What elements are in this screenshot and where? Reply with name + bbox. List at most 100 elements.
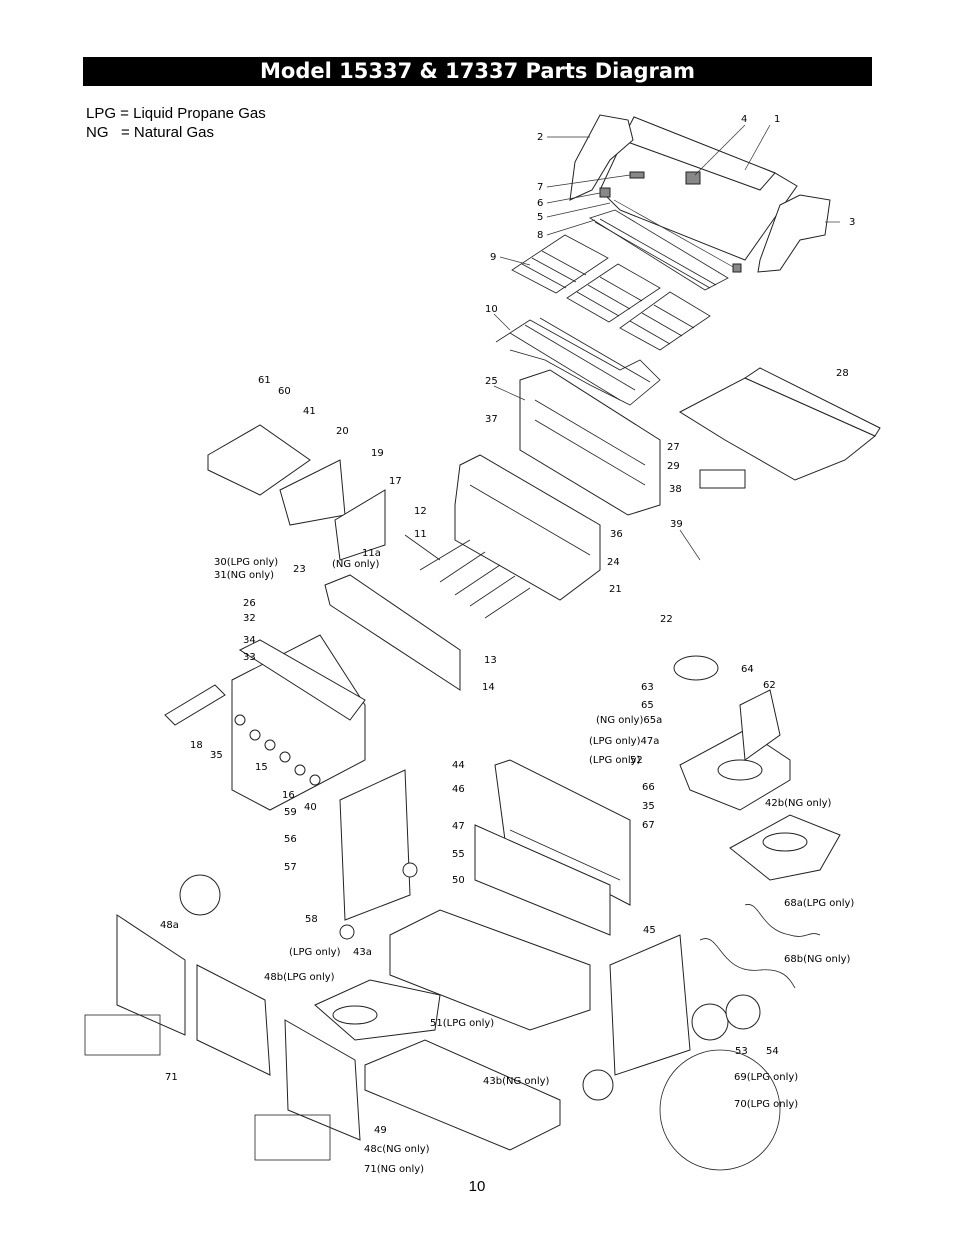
callout: 40 [304, 802, 317, 813]
callout: 15 [255, 762, 268, 773]
legend-lpg: LPG = Liquid Propane Gas [86, 105, 266, 122]
callout: 14 [482, 682, 495, 693]
callout: 52 [630, 755, 643, 766]
tank-tray [314, 979, 441, 1041]
callout: 59 [284, 807, 297, 818]
warming-rack [589, 209, 729, 291]
callout: 20 [336, 426, 349, 437]
igniter-detail [179, 874, 221, 916]
callout: 28 [836, 368, 849, 379]
drip-pan [164, 684, 226, 726]
callout: 53 [735, 1046, 748, 1057]
page-number: 10 [468, 1178, 486, 1195]
caster-left [339, 924, 355, 940]
callout: 57 [284, 862, 297, 873]
cooking-grates [511, 234, 711, 351]
callout: 22 [660, 614, 673, 625]
callout: 4 [741, 114, 747, 125]
lid-handle-end [599, 187, 611, 198]
callout: 26 [243, 598, 256, 609]
callout: 46 [452, 784, 465, 795]
callout: 61 [258, 375, 271, 386]
callout: 71 [165, 1072, 178, 1083]
callout: 39 [670, 519, 683, 530]
callout: 31(NG only) [214, 570, 274, 581]
callout: 68b(NG only) [784, 954, 851, 965]
callout: 55 [452, 849, 465, 860]
callout: 25 [485, 376, 498, 387]
callout: 5 [537, 212, 543, 223]
callout: 58 [305, 914, 318, 925]
regulator-hose-lpg [744, 904, 821, 937]
callout: 6 [537, 198, 543, 209]
callout: 27 [667, 442, 680, 453]
callout: 48b(LPG only) [264, 972, 335, 983]
door-center [196, 964, 271, 1076]
door-left [116, 914, 186, 1036]
callout: 44 [452, 760, 465, 771]
callout: 54 [766, 1046, 779, 1057]
callout: 12 [414, 506, 427, 517]
callout: 35 [642, 801, 655, 812]
callout: 24 [607, 557, 620, 568]
caster-right [402, 862, 418, 878]
callout: 48a [160, 920, 179, 931]
firebox [454, 454, 601, 601]
callout: 2 [537, 132, 543, 143]
callout: 47 [452, 821, 465, 832]
callout: 70(LPG only) [734, 1099, 798, 1110]
callout: 8 [537, 230, 543, 241]
callout: 49 [374, 1125, 387, 1136]
control-panel [231, 634, 366, 811]
callout: 37 [485, 414, 498, 425]
callout: 63 [641, 682, 654, 693]
handle-end-right [732, 263, 742, 273]
callout: 29 [667, 461, 680, 472]
callout: 56 [284, 834, 297, 845]
side-panel-19 [334, 489, 386, 561]
lid-nameplate [629, 171, 645, 179]
wheel-53 [691, 1003, 729, 1041]
callout: 50 [452, 875, 465, 886]
regulator-hose-ng [699, 938, 796, 989]
callout: 64 [741, 664, 754, 675]
callout: 60 [278, 386, 291, 397]
detail-circle [659, 1049, 781, 1171]
temperature-gauge [685, 171, 701, 185]
callout: 41 [303, 406, 316, 417]
callout: (LPG only) [589, 755, 641, 766]
callout: 42b(NG only) [765, 798, 832, 809]
side-burner-ng [729, 814, 841, 881]
callout: 23 [293, 564, 306, 575]
callout: 36 [610, 529, 623, 540]
callout: 34 [243, 635, 256, 646]
callout: (LPG only)47a [589, 736, 659, 747]
callout: 51(LPG only) [430, 1018, 494, 1029]
electrode-wire [679, 529, 701, 561]
callout: 43a [353, 947, 372, 958]
callout: 11a [362, 548, 381, 559]
callout: 19 [371, 448, 384, 459]
lid-side-right [757, 194, 831, 273]
storage-basket-71ng [254, 1114, 331, 1161]
callout: 11 [414, 529, 427, 540]
callout: 16 [282, 790, 295, 801]
callout: (NG only) [332, 559, 379, 570]
callout: 71(NG only) [364, 1164, 424, 1175]
lid-handle [613, 199, 736, 269]
callout: (LPG only) [289, 947, 341, 958]
callout: 30(LPG only) [214, 557, 278, 568]
cart-frame [339, 759, 691, 1076]
callout: 48c(NG only) [364, 1144, 430, 1155]
callout: 68a(LPG only) [784, 898, 854, 909]
bottom-shelf [364, 1039, 561, 1151]
wheel-cart [582, 1069, 614, 1101]
manifold [238, 574, 461, 721]
callout-labels: 1 2 3 4 5 6 7 8 9 10 11 11a (NG only) 12… [160, 114, 855, 1175]
callout: 65 [641, 700, 654, 711]
callout: 10 [485, 304, 498, 315]
callout: 21 [609, 584, 622, 595]
grease-tray [678, 367, 881, 481]
side-burner [673, 655, 791, 811]
